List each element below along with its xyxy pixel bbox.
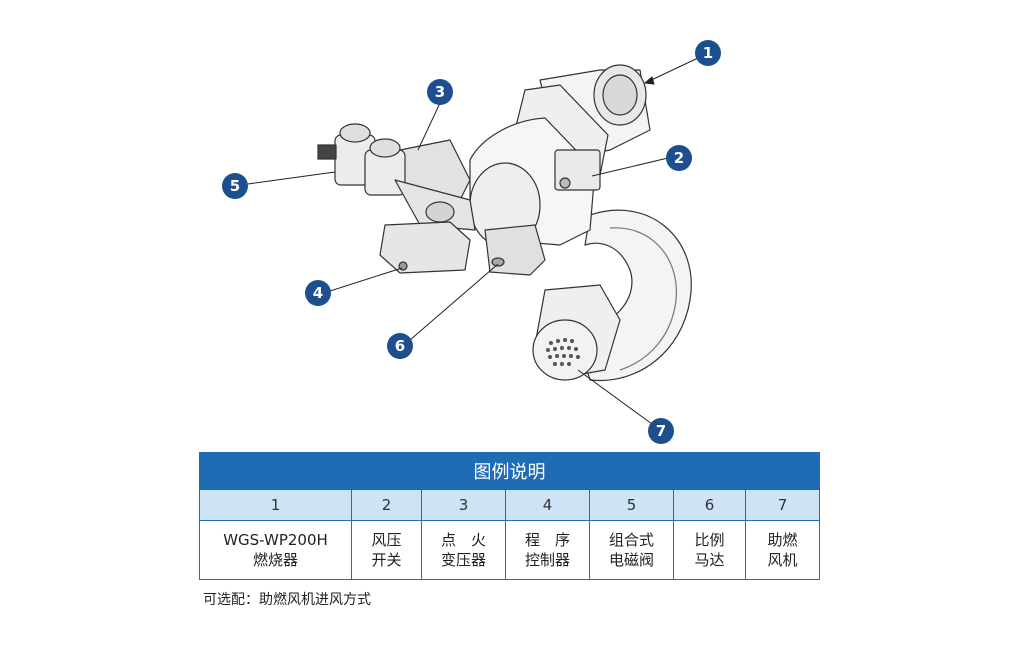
legend-title: 图例说明 xyxy=(198,452,821,490)
legend-desc-line: 组合式 xyxy=(608,531,654,549)
legend-num: 5 xyxy=(589,489,674,521)
fan-motor xyxy=(532,284,621,381)
legend-desc-line: 点 火 xyxy=(440,531,486,549)
legend-num: 7 xyxy=(744,489,821,521)
legend-desc-line: 马达 xyxy=(694,551,725,569)
legend-desc-line: 电磁阀 xyxy=(608,551,654,569)
callout-1: 1 xyxy=(695,40,721,66)
legend-num: 1 xyxy=(199,489,352,521)
svg-text:6: 6 xyxy=(395,337,405,355)
callout-2: 2 xyxy=(666,145,692,171)
legend-desc-line: 风压 xyxy=(371,531,402,549)
solenoid-valve xyxy=(317,123,476,231)
optional-note: 可选配：助燃风机进风方式 xyxy=(203,592,371,608)
legend-desc-proportional-motor: 比例 马达 xyxy=(673,520,746,580)
legend-num: 6 xyxy=(673,489,746,521)
legend-num: 2 xyxy=(351,489,422,521)
burner-illustration xyxy=(317,64,692,382)
legend-desc-line: 助燃 xyxy=(767,531,798,549)
callout-5: 5 xyxy=(222,173,248,199)
legend-desc-line: 开关 xyxy=(371,551,402,569)
burner-diagram: 1 2 3 4 5 6 7 xyxy=(222,40,721,444)
legend-desc-line: 控制器 xyxy=(524,551,570,569)
leader-lines xyxy=(247,57,699,425)
svg-text:2: 2 xyxy=(674,149,684,167)
svg-text:4: 4 xyxy=(313,284,323,302)
svg-text:1: 1 xyxy=(703,44,713,62)
svg-text:5: 5 xyxy=(230,177,240,195)
legend-desc-line: WGS-WP200H xyxy=(223,531,328,549)
legend-num: 3 xyxy=(421,489,506,521)
legend-desc-line: 程 序 xyxy=(524,531,570,549)
callout-6: 6 xyxy=(387,333,413,359)
svg-text:3: 3 xyxy=(435,83,445,101)
svg-text:7: 7 xyxy=(656,422,666,440)
legend-num: 4 xyxy=(505,489,590,521)
legend-desc-ignition-transformer: 点 火 变压器 xyxy=(421,520,506,580)
legend-desc-fan-motor: 助燃 风机 xyxy=(744,520,821,580)
legend-desc-solenoid-valve: 组合式 电磁阀 xyxy=(589,520,674,580)
program-controller xyxy=(379,221,471,274)
legend-table: 图例说明 1 2 3 4 5 6 7 WGS-WP200H 燃烧器 风压 开关 … xyxy=(198,452,821,580)
legend-desc-burner: WGS-WP200H 燃烧器 xyxy=(199,520,352,580)
callout-3: 3 xyxy=(427,79,453,105)
callout-4: 4 xyxy=(305,280,331,306)
callout-7: 7 xyxy=(648,418,674,444)
legend-desc-line: 燃烧器 xyxy=(252,551,298,569)
legend-desc-line: 比例 xyxy=(694,531,725,549)
legend-number-row: 1 2 3 4 5 6 7 xyxy=(199,489,821,521)
legend-desc-line: 风机 xyxy=(767,551,798,569)
legend-desc-air-pressure-switch: 风压 开关 xyxy=(351,520,422,580)
legend-desc-line: 变压器 xyxy=(440,551,486,569)
legend-desc-program-controller: 程 序 控制器 xyxy=(505,520,590,580)
legend-description-row: WGS-WP200H 燃烧器 风压 开关 点 火 变压器 程 序 控制器 组合式… xyxy=(199,520,821,580)
